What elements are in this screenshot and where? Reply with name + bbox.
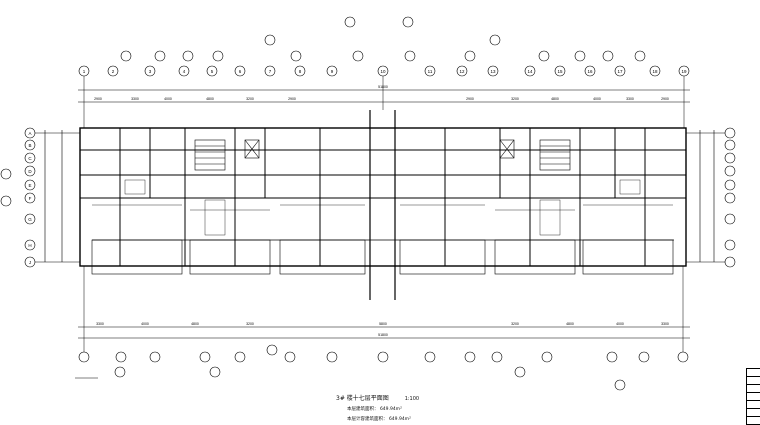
counted-area-row: 本层计容建筑面积： 649.94m² [347,416,411,422]
axis-label-top: 6 [239,69,242,74]
axis-label-top: 16 [587,69,593,74]
axis-label-top: 5 [211,69,214,74]
dimension-text: 4000 [164,97,172,101]
dimension-text: 2900 [94,97,102,101]
dimension-text: 4000 [141,322,149,326]
drawing-title: 3# 楼十七层平面图 1:100 [336,393,419,402]
title-block [746,368,760,425]
axis-label-side: F [29,196,32,201]
axis-label-top: 10 [380,69,386,74]
axis-label-side: B [28,143,31,148]
dimension-text: 3200 [246,97,254,101]
axis-label-top: 15 [557,69,563,74]
dimension-text: 4800 [566,322,574,326]
dimension-text: 3300 [626,97,634,101]
floor-area-label: 本层建筑面积： [347,407,379,412]
axis-label-side: A [28,131,31,136]
axis-label-top: 18 [652,69,658,74]
dimension-text: 2900 [466,97,474,101]
floor-area-value: 649.94m² [379,407,402,412]
dimension-text: 4800 [191,322,199,326]
dimension-text: 4000 [593,97,601,101]
axis-label-side: D [28,169,32,174]
dimension-text: 4800 [206,97,214,101]
axis-label-top: 11 [428,69,433,74]
axis-label-top: 2 [112,69,115,74]
axis-label-top: 8 [299,69,302,74]
axis-label-top: 14 [527,69,533,74]
axis-label-top: 13 [490,69,496,74]
overall-dimension-bottom: 51800 [378,333,388,337]
dimension-text: 4800 [551,97,559,101]
axis-label-top: 19 [681,69,687,74]
dimension-text: 3200 [511,97,519,101]
dimension-text: 3300 [661,322,669,326]
axis-label-top: 12 [459,69,465,74]
axis-label-side: H [28,243,31,248]
dimension-text: 3200 [511,322,519,326]
axis-label-side: G [28,217,32,222]
axis-label-top: 17 [617,69,623,74]
axis-label-side: C [28,156,32,161]
axis-label-top: 4 [183,69,186,74]
axis-label-top: 3 [149,69,152,74]
dimension-text: 4000 [616,322,624,326]
dimension-text: 2900 [661,97,669,101]
drawing-scale: 1:100 [404,396,420,402]
overall-dimension-top: 51800 [378,85,388,89]
axis-label-side: E [28,183,31,188]
axis-label-top: 9 [331,69,334,74]
axis-label-top: 7 [269,69,272,74]
dimension-text: 3200 [246,322,254,326]
axis-label-side: J [29,260,31,265]
dimension-text: 3300 [131,97,139,101]
dimension-text: 2900 [288,97,296,101]
dimension-text: 3300 [96,322,104,326]
counted-area-value: 649.94m² [388,417,411,422]
drawing-title-text: 3# 楼十七层平面图 [336,395,389,402]
floor-area-row: 本层建筑面积： 649.94m² [347,406,402,412]
counted-area-label: 本层计容建筑面积： [347,417,388,422]
dimension-text: 5800 [379,322,387,326]
axis-label-top: 1 [83,69,86,74]
